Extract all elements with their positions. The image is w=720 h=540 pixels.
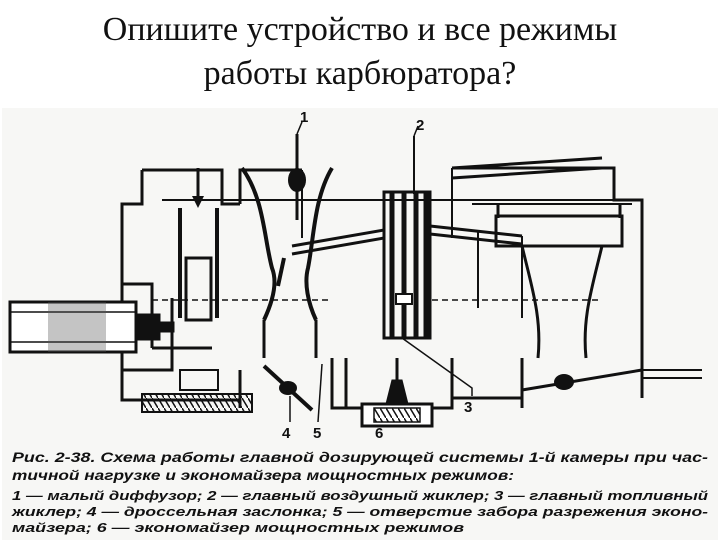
caption-line-1: Рис. 2-38. Схема работы главной дозирующ… — [12, 450, 709, 465]
idle-solenoid — [8, 300, 175, 354]
caption-legend-3: майзера; 6 — экономайзер мощностных режи… — [12, 521, 465, 535]
carburetor-diagram: 1 2 3 4 5 6 Рис. 2-38. Схема работы глав… — [2, 108, 718, 540]
callout-labels: 1 2 3 4 5 6 — [282, 109, 472, 442]
callout-4: 4 — [282, 425, 291, 442]
slide-title: Опишите устройство и все режимы работы к… — [0, 8, 720, 96]
caption-line-2: тичной нагрузке и экономайзера мощностны… — [12, 468, 514, 483]
main-air-jet-assembly — [382, 136, 432, 340]
figure-caption: Рис. 2-38. Схема работы главной дозирующ… — [11, 450, 709, 535]
callout-leaders — [289, 121, 473, 427]
secondary-chamber — [472, 203, 632, 359]
throttle-valve — [141, 364, 314, 413]
callout-5: 5 — [313, 425, 321, 442]
callout-3: 3 — [464, 399, 472, 416]
small-diffuser-marker — [288, 134, 306, 220]
slide-title-line-1: Опишите устройство и все режимы — [102, 11, 618, 48]
callout-6: 6 — [375, 425, 383, 442]
carburetor-figure: 1 2 3 4 5 6 Рис. 2-38. Схема работы глав… — [2, 108, 718, 540]
power-economizer — [344, 358, 454, 428]
primary-venturi — [240, 166, 334, 358]
secondary-throttle — [521, 368, 702, 392]
caption-legend-1: 1 — малый диффузор; 2 — главный воздушны… — [12, 489, 708, 503]
caption-legend-2: жиклер; 4 — дроссельная заслонка; 5 — от… — [11, 505, 708, 519]
callout-2: 2 — [416, 117, 424, 134]
callout-1: 1 — [300, 109, 308, 126]
slide-title-line-2: работы карбюратора? — [203, 55, 517, 92]
fuel-channels — [276, 156, 603, 318]
